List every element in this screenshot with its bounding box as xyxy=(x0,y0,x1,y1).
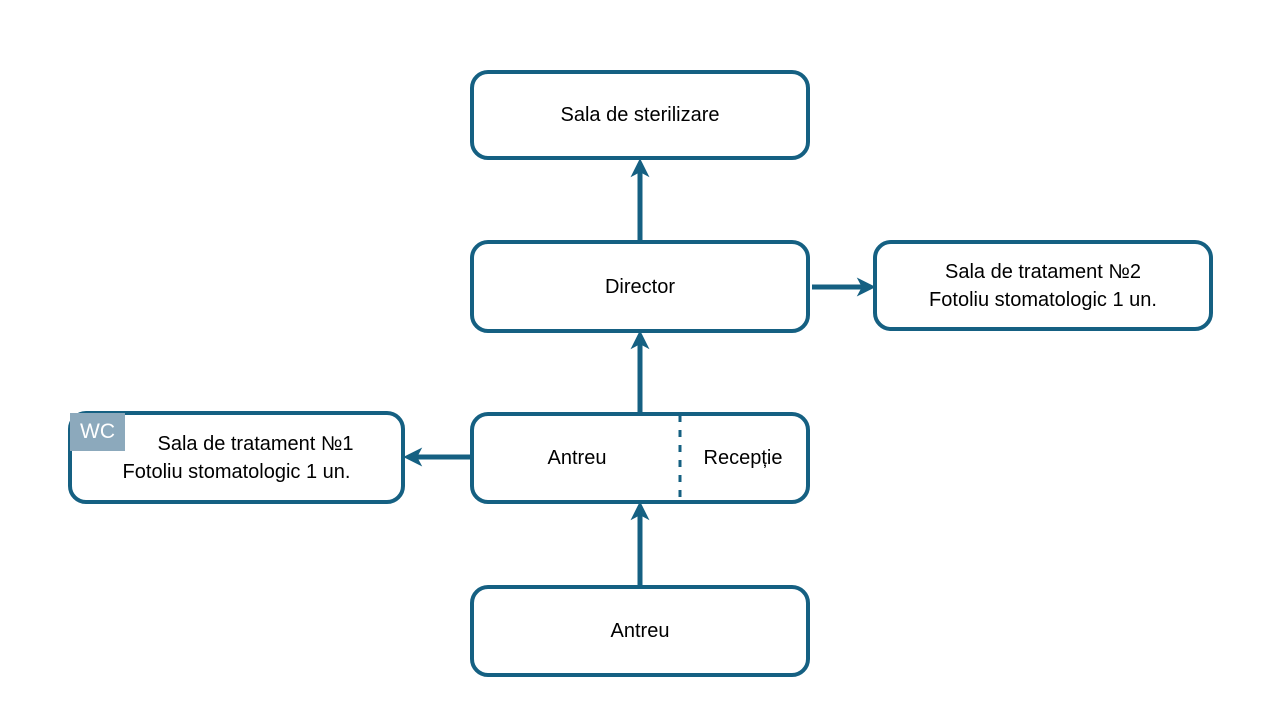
wc-badge[interactable]: WC xyxy=(70,413,125,451)
node-label: Antreu xyxy=(610,620,670,642)
node-sala-de-sterilizare[interactable]: Sala de sterilizare xyxy=(470,70,810,160)
antreu-label: Antreu xyxy=(547,447,607,469)
node-antreu-receptie[interactable]: Antreu Recepție xyxy=(470,412,810,504)
node-label-line1: Sala de tratament №1 xyxy=(157,432,354,455)
node-sala-de-tratament-1[interactable]: WC Sala de tratament №1 Fotoliu stomatol… xyxy=(68,411,405,504)
wc-badge-label: WC xyxy=(80,420,115,443)
node-label: Director xyxy=(604,275,675,298)
node-label-line2: Fotoliu stomatologic 1 un. xyxy=(122,460,351,483)
node-label-line2: Fotoliu stomatologic 1 un. xyxy=(929,288,1157,311)
node-director[interactable]: Director xyxy=(470,240,810,333)
node-label: Sala de sterilizare xyxy=(560,104,720,126)
node-antreu-entrance[interactable]: Antreu xyxy=(470,585,810,677)
node-sala-de-tratament-2[interactable]: Sala de tratament №2 Fotoliu stomatologi… xyxy=(873,240,1213,331)
receptie-label: Recepție xyxy=(703,447,783,469)
antreu-cell: Antreu xyxy=(474,444,680,472)
receptie-cell: Recepție xyxy=(680,444,806,472)
node-label-line1: Sala de tratament №2 xyxy=(944,260,1141,283)
